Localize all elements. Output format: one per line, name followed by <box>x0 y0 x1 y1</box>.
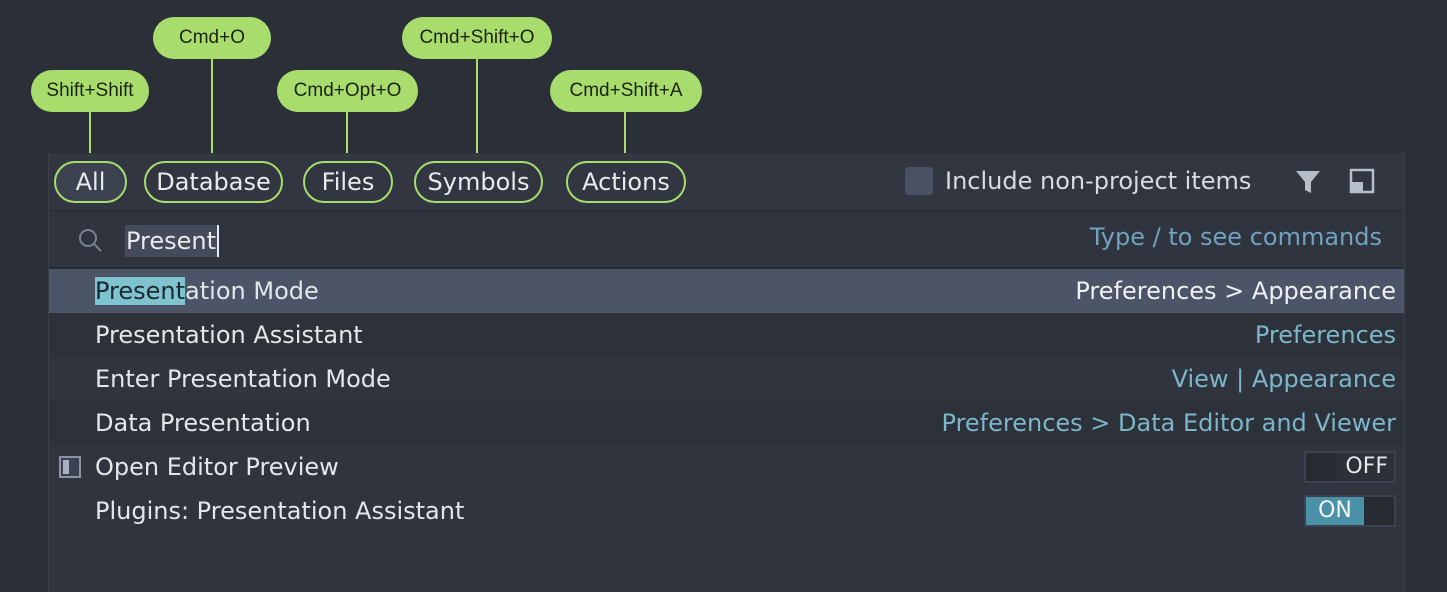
result-item-presentation-assistant[interactable]: Presentation Assistant Preferences <box>49 313 1404 357</box>
results-list: Presentation Mode Preferences > Appearan… <box>49 269 1404 533</box>
tab-all[interactable]: All <box>54 161 127 203</box>
result-item-enter-presentation-mode[interactable]: Enter Presentation Mode View | Appearanc… <box>49 357 1404 401</box>
editor-preview-toggle[interactable]: OFF <box>1304 451 1396 483</box>
result-item-open-editor-preview[interactable]: Open Editor Preview OFF <box>49 445 1404 489</box>
result-item-data-presentation[interactable]: Data Presentation Preferences > Data Edi… <box>49 401 1404 445</box>
result-location: Preferences > Data Editor and Viewer <box>941 409 1396 437</box>
filter-icon[interactable] <box>1294 168 1322 196</box>
callout-actions-connector <box>624 112 626 160</box>
result-label: Enter Presentation Mode <box>95 365 391 393</box>
include-non-project-checkbox[interactable] <box>905 167 933 195</box>
callout-symbols-shortcut: Cmd+Shift+O <box>402 17 552 59</box>
result-item-plugins-presentation-assistant[interactable]: Plugins: Presentation Assistant ON <box>49 489 1404 533</box>
tab-database[interactable]: Database <box>144 161 283 203</box>
result-label-rest: ation Mode <box>185 277 319 305</box>
toggle-knob <box>1306 453 1336 481</box>
result-label: Plugins: Presentation Assistant <box>95 497 465 525</box>
callout-all-connector <box>89 112 91 160</box>
callout-symbols-connector <box>476 59 478 160</box>
result-label: Data Presentation <box>95 409 311 437</box>
editor-preview-icon <box>59 456 81 478</box>
result-location: Preferences > Appearance <box>1075 277 1396 305</box>
tab-actions[interactable]: Actions <box>566 161 686 203</box>
dock-window-icon[interactable] <box>1349 168 1375 194</box>
search-row: Present Type / to see commands <box>49 211 1404 269</box>
result-location: Preferences <box>1254 321 1396 349</box>
toggle-label: OFF <box>1345 454 1388 479</box>
result-label: Open Editor Preview <box>95 453 339 481</box>
result-item-presentation-mode[interactable]: Presentation Mode Preferences > Appearan… <box>49 269 1404 313</box>
presentation-assistant-toggle[interactable]: ON <box>1304 495 1396 527</box>
toggle-fill <box>1306 497 1364 525</box>
include-non-project-label: Include non-project items <box>945 167 1252 195</box>
callout-database-shortcut: Cmd+O <box>153 17 271 59</box>
tab-symbols[interactable]: Symbols <box>414 161 543 203</box>
callout-files-shortcut: Cmd+Opt+O <box>277 70 418 112</box>
toggle-label: ON <box>1318 498 1352 523</box>
callout-database-connector <box>211 59 213 160</box>
result-label: Presentation Mode <box>95 269 319 313</box>
search-icon <box>79 229 102 252</box>
search-everywhere-panel: All Database Files Symbols Actions Inclu… <box>48 153 1405 592</box>
tab-bar: All Database Files Symbols Actions Inclu… <box>49 153 1404 211</box>
callout-files-connector <box>346 112 348 160</box>
tab-files[interactable]: Files <box>303 161 393 203</box>
callout-actions-shortcut: Cmd+Shift+A <box>550 70 702 112</box>
result-location: View | Appearance <box>1171 365 1396 393</box>
search-input[interactable]: Present <box>125 225 220 257</box>
callout-all-shortcut: Shift+Shift <box>31 70 149 112</box>
search-hint: Type / to see commands <box>1089 223 1382 251</box>
match-highlight: Present <box>95 277 186 305</box>
result-label: Presentation Assistant <box>95 321 363 349</box>
